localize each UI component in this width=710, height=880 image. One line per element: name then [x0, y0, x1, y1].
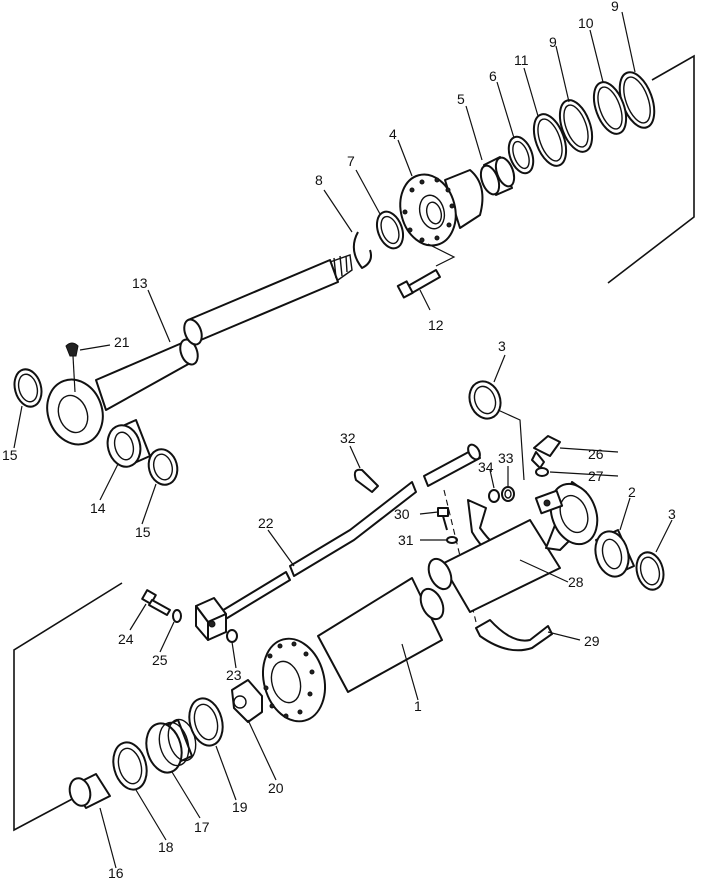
washer-part-25 — [172, 609, 182, 623]
frame-lines — [13, 54, 695, 832]
callout-33: 33 — [498, 450, 514, 466]
ring-part-33 — [501, 486, 515, 502]
ring-part-15-right — [147, 448, 179, 486]
bolt-part-30 — [437, 507, 449, 531]
piston-part-17 — [145, 718, 197, 774]
callout-6: 6 — [489, 68, 497, 84]
o-ring-part-27 — [535, 467, 549, 477]
bolt-part-24 — [141, 589, 171, 616]
callout-24: 24 — [118, 631, 134, 647]
nut-part-20 — [231, 679, 263, 723]
callout-17: 17 — [194, 819, 210, 835]
bushing-part-16 — [68, 773, 111, 809]
flange-block — [195, 597, 227, 641]
callout-25: 25 — [152, 652, 168, 668]
clip-part-32 — [353, 468, 379, 493]
bushing-part-14 — [106, 419, 151, 468]
ring-part-10 — [592, 81, 628, 135]
elbow-fitting-part-26 — [531, 435, 561, 469]
callout-26: 26 — [588, 446, 604, 462]
callout-1: 1 — [414, 698, 422, 714]
ring-part-18 — [112, 741, 148, 791]
grease-fitting-part-21 — [65, 342, 79, 393]
callout-9-b: 9 — [549, 34, 557, 50]
callout-29: 29 — [584, 633, 600, 649]
callout-16: 16 — [108, 865, 124, 880]
callout-8: 8 — [315, 172, 323, 188]
bushing-part-2 — [594, 529, 635, 578]
callout-3-a: 3 — [498, 338, 506, 354]
callout-4: 4 — [389, 126, 397, 142]
callout-2: 2 — [628, 484, 636, 500]
callout-11: 11 — [514, 52, 529, 68]
ring-part-3-upper — [468, 380, 525, 481]
callout-labels: 9 10 9 11 6 5 4 7 8 12 13 21 15 14 15 3 … — [2, 0, 676, 880]
pipe-part-22 — [219, 481, 417, 621]
callout-15-b: 15 — [135, 524, 151, 540]
callout-19: 19 — [232, 799, 248, 815]
callout-21: 21 — [114, 334, 130, 350]
rod-bar — [423, 443, 481, 487]
bushing-part-19 — [188, 697, 224, 747]
ring-part-34 — [488, 489, 500, 503]
cylinder-head-part-4 — [399, 169, 484, 247]
callout-5: 5 — [457, 91, 465, 107]
ring-part-11 — [532, 113, 568, 167]
callout-9-a: 9 — [611, 0, 619, 14]
callout-27: 27 — [588, 468, 604, 484]
callout-23: 23 — [226, 667, 242, 683]
callout-3-b: 3 — [668, 506, 676, 522]
washer-part-31 — [446, 536, 458, 544]
callout-12: 12 — [428, 317, 444, 333]
callout-10: 10 — [578, 15, 594, 31]
ring-part-6 — [507, 135, 535, 175]
callout-34: 34 — [478, 459, 494, 475]
cylinder-tube-part-1 — [262, 481, 599, 723]
bolt-part-12 — [396, 243, 456, 299]
callout-14: 14 — [90, 500, 106, 516]
callout-15-a: 15 — [2, 447, 18, 463]
callout-7: 7 — [347, 153, 355, 169]
callout-30: 30 — [394, 506, 410, 522]
ring-part-3-right — [635, 551, 665, 591]
callout-32: 32 — [340, 430, 356, 446]
clamp-band-part-29 — [475, 619, 553, 652]
snap-ring-part-8 — [352, 231, 372, 269]
callout-20: 20 — [268, 780, 284, 796]
callout-31: 31 — [398, 532, 414, 548]
callout-28: 28 — [568, 574, 584, 590]
o-ring-part-23 — [226, 629, 238, 643]
ring-part-7 — [375, 210, 405, 250]
ring-part-15-left — [13, 368, 43, 408]
callout-13: 13 — [132, 275, 148, 291]
ring-part-9-inner — [558, 99, 594, 153]
bushing-part-5 — [479, 156, 516, 196]
leader-lines — [13, 11, 673, 869]
piston-rod-part-13 — [46, 254, 353, 446]
callout-18: 18 — [158, 839, 174, 855]
callout-22: 22 — [258, 515, 274, 531]
ring-part-9-outer — [618, 71, 656, 129]
